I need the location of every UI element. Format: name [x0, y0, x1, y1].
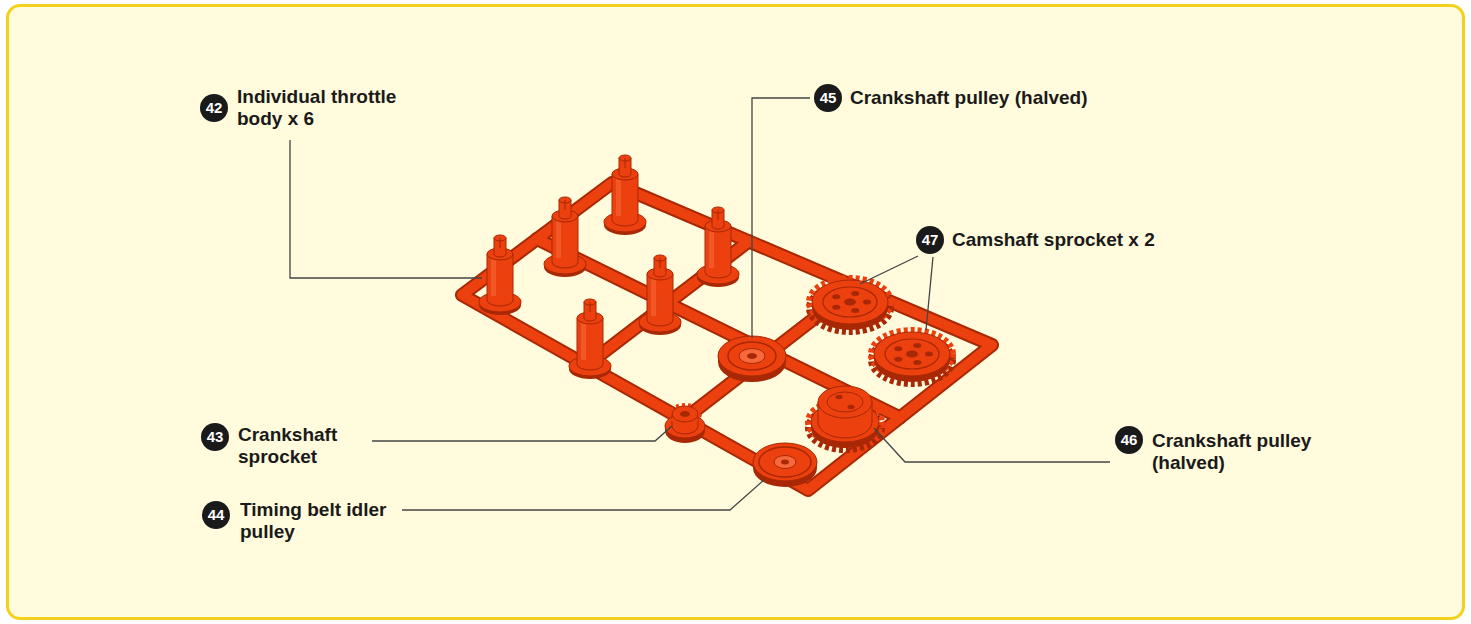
pulley-boss: [774, 456, 796, 469]
pulley-hole: [848, 405, 855, 409]
part-name: Crankshaft pulley (halved): [850, 87, 1088, 109]
throttle-barrel: [647, 274, 673, 326]
leader-line: [926, 257, 933, 330]
callout-number: 47: [916, 226, 944, 254]
throttle-nozzle: [584, 302, 596, 321]
pulley-top: [818, 386, 872, 418]
sprocket-hole: [913, 360, 921, 365]
highlight: [709, 228, 714, 268]
throttle-body: [569, 299, 611, 379]
pulley-ring: [827, 392, 863, 412]
throttle-body: [697, 207, 739, 287]
part-name: Crankshaft pulley (halved): [1152, 430, 1324, 474]
leader-line: [402, 480, 764, 510]
background-panel: [6, 4, 1465, 620]
sprocket-hole: [680, 411, 690, 417]
sprocket-hole: [863, 300, 871, 305]
sprocket-hole: [832, 294, 840, 299]
highlight: [581, 320, 586, 360]
nozzle-slot: [500, 238, 501, 248]
throttle-body: [639, 255, 681, 335]
sprocket-ring: [885, 339, 939, 369]
highlight: [556, 218, 561, 258]
disc-face: [812, 280, 888, 324]
throttle-barrel: [577, 318, 603, 370]
sprocket-ring: [823, 287, 877, 317]
leader-lines: [290, 98, 1110, 510]
nozzle-slot: [590, 302, 591, 312]
throttle-barrel: [612, 174, 638, 226]
pulley-hole: [781, 460, 789, 465]
throttle-nozzle: [712, 210, 724, 229]
leader-line: [860, 256, 918, 284]
part-name: Crankshaft sprocket: [238, 424, 378, 468]
disc-face: [874, 332, 950, 376]
sprocket-hole: [925, 352, 933, 357]
callout-number: 43: [201, 423, 229, 451]
camshaft-sprocket: [871, 330, 953, 384]
pulley-ring: [728, 342, 776, 370]
gear-teeth: [670, 405, 700, 423]
sprue-runners: [462, 183, 992, 490]
leader-line: [372, 426, 672, 441]
camshaft-sprocket: [809, 278, 891, 332]
pulley-boss: [739, 349, 765, 364]
pulley-hole: [747, 353, 757, 359]
sprocket-hole: [851, 308, 859, 313]
throttle-barrel: [705, 226, 731, 278]
sprocket-hole: [894, 346, 902, 351]
nozzle-slot: [718, 210, 719, 220]
pulley-hole: [836, 395, 843, 399]
callout-number: 46: [1115, 426, 1143, 454]
highlight: [651, 276, 656, 316]
highlight: [491, 256, 496, 296]
part-name: Individual throttle body x 6: [237, 86, 419, 130]
leader-line: [290, 140, 482, 278]
nozzle-slot: [565, 200, 566, 210]
part-name: Timing belt idler pulley: [240, 499, 390, 543]
disc-face: [718, 336, 786, 376]
callout-number: 42: [200, 94, 228, 122]
leader-line: [752, 98, 810, 338]
throttle-nozzle: [494, 238, 506, 257]
throttle-nozzle: [619, 158, 631, 177]
throttle-body: [604, 155, 646, 235]
crankshaft-pulley-half: [718, 336, 786, 382]
highlight: [616, 176, 621, 216]
throttle-body: [544, 197, 586, 277]
leader-line: [874, 428, 1110, 462]
sprocket-hub: [906, 351, 918, 358]
disc-face: [753, 443, 817, 481]
sprue-runner: [462, 183, 992, 490]
pulley-rim: [759, 447, 811, 477]
sprocket-hub: [844, 299, 856, 306]
sprocket-hole: [913, 343, 921, 348]
part-name: Camshaft sprocket x 2: [952, 229, 1155, 251]
sprocket-hole: [832, 305, 840, 310]
callout-number: 45: [814, 84, 842, 112]
sprue-runner-outline: [462, 183, 992, 490]
nozzle-slot: [660, 258, 661, 268]
crankshaft-sprocket: [665, 405, 705, 443]
throttle-nozzle: [654, 258, 666, 277]
sprocket-hole: [894, 357, 902, 362]
throttle-nozzle: [559, 200, 571, 219]
crankshaft-pulley-half: [808, 386, 882, 450]
sprocket-hole: [851, 291, 859, 296]
sprocket-top: [672, 406, 698, 422]
throttle-barrel: [487, 254, 513, 306]
callout-number: 44: [202, 501, 230, 529]
nozzle-slot: [625, 158, 626, 168]
throttle-body: [479, 235, 521, 315]
throttle-barrel: [552, 216, 578, 268]
